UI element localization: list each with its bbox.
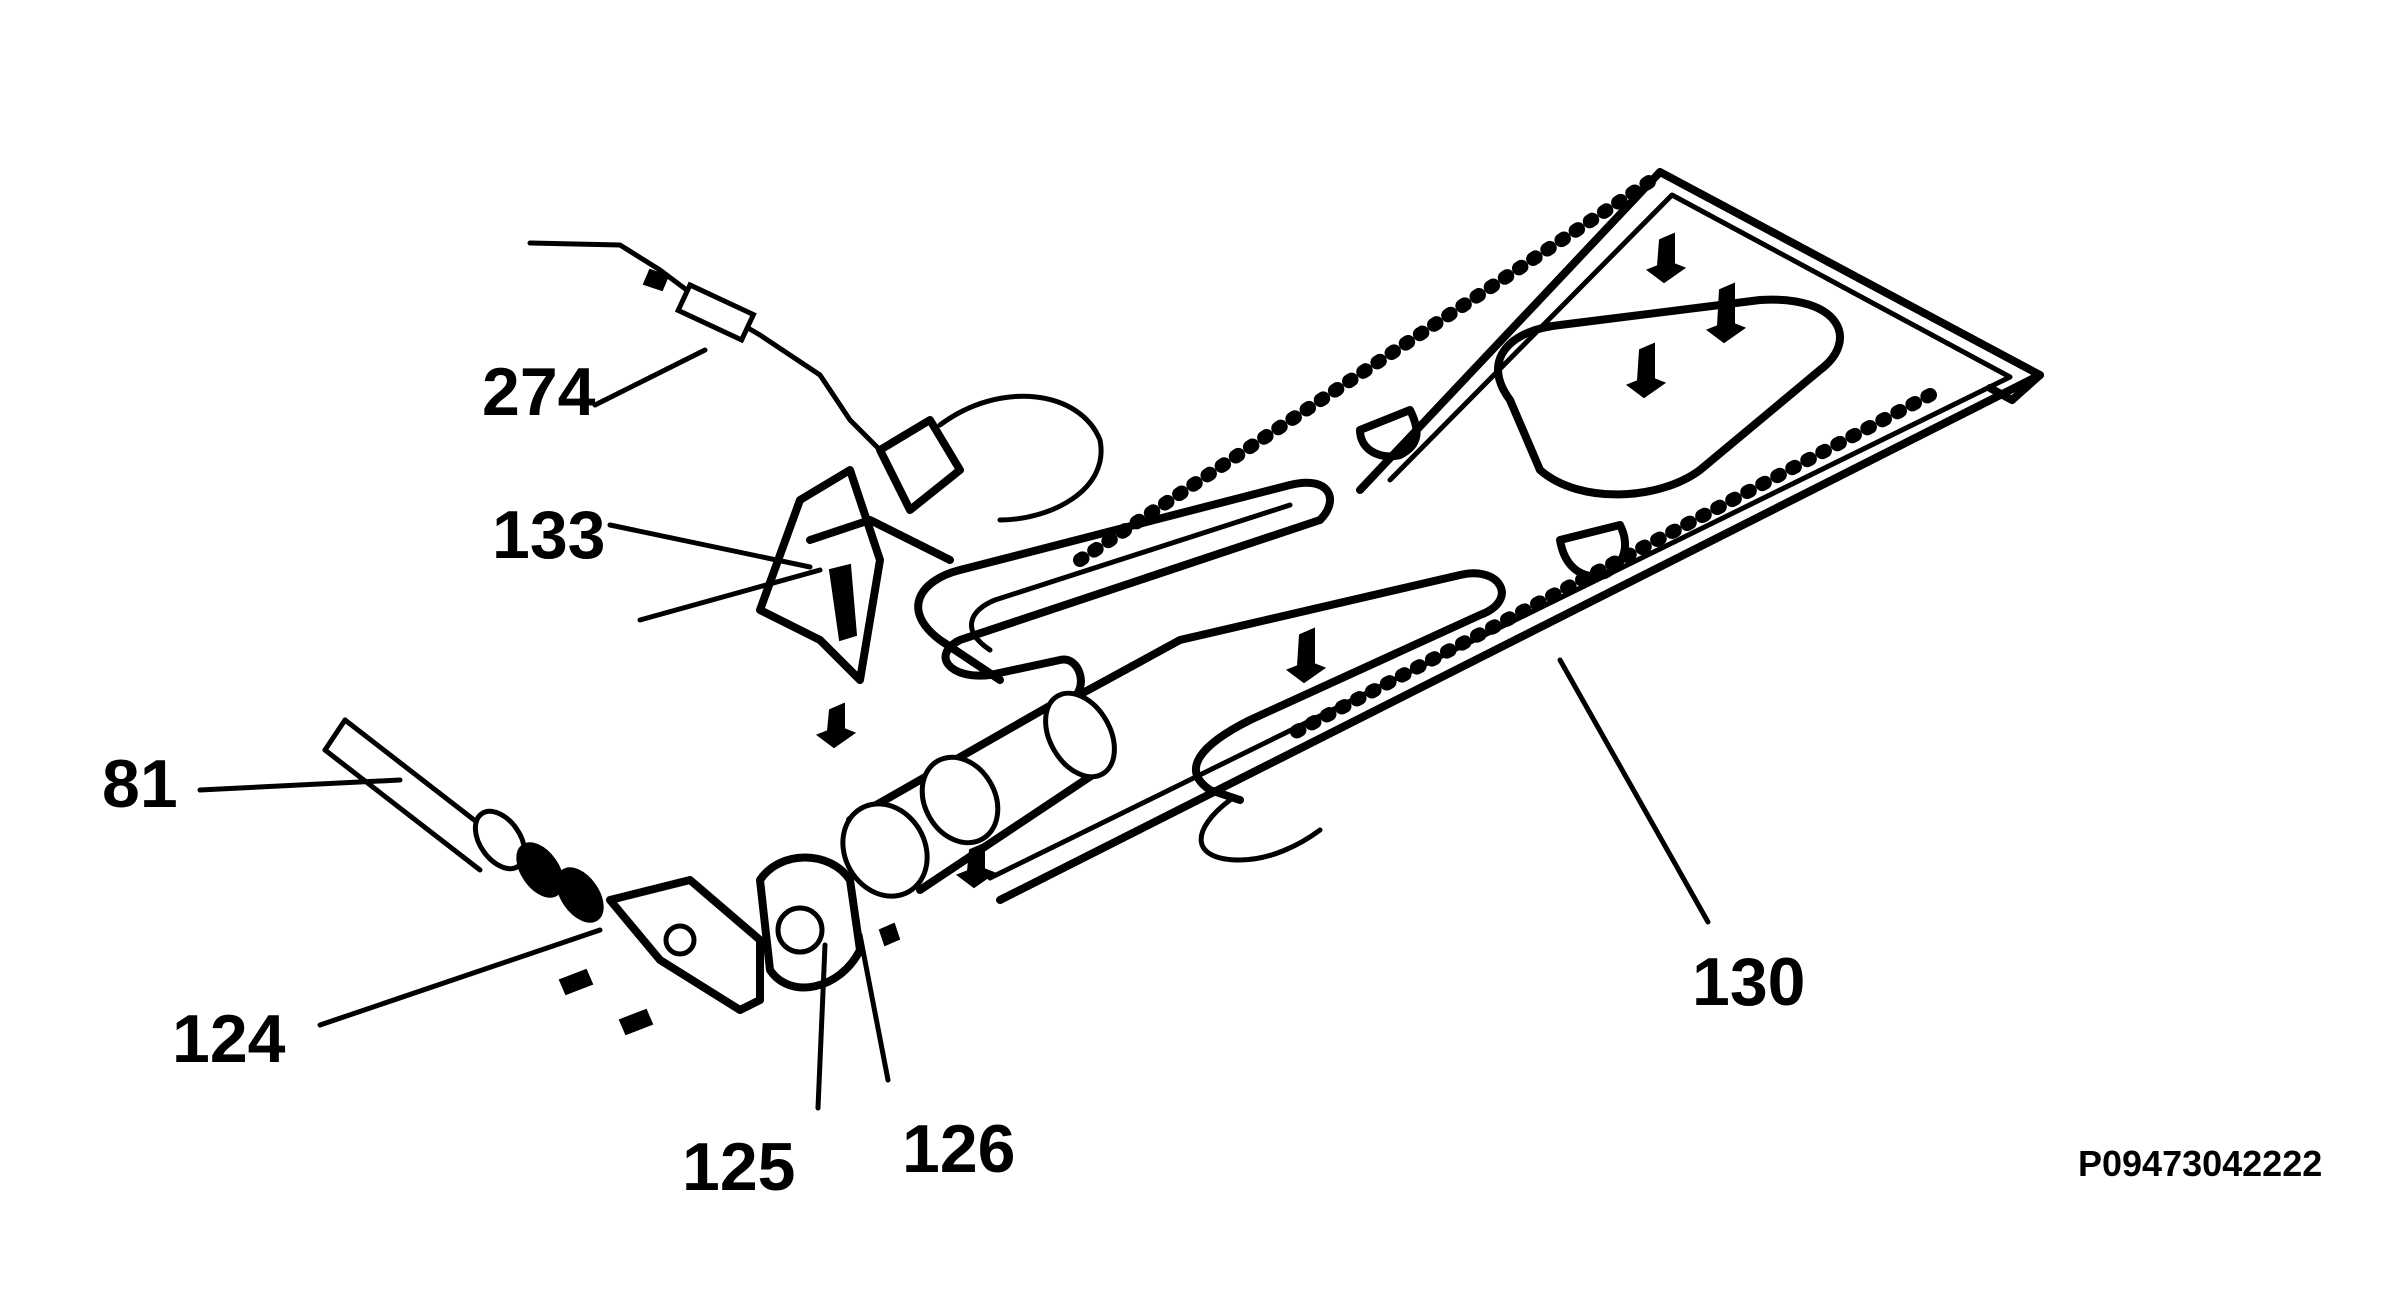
- label-133: 133: [492, 497, 605, 573]
- injector-bracket-icon: [322, 717, 901, 1036]
- leader-81: [197, 777, 403, 793]
- leader-lines: [197, 347, 1711, 1111]
- burner-tube-icon: [840, 690, 1117, 899]
- leader-130: [1557, 657, 1711, 925]
- label-274: 274: [482, 354, 596, 430]
- burner-tray-icon: [914, 168, 2044, 904]
- leader-126: [857, 932, 891, 1083]
- label-126: 126: [902, 1111, 1015, 1187]
- ignition-electrode-icon: [527, 240, 1104, 749]
- leader-133: [607, 522, 813, 570]
- label-130: 130: [1692, 944, 1805, 1020]
- label-81: 81: [102, 746, 178, 822]
- leader-274: [592, 347, 708, 408]
- label-125: 125: [682, 1129, 795, 1205]
- leader-125: [815, 942, 828, 1111]
- label-124: 124: [172, 1001, 286, 1077]
- leader-124: [317, 927, 603, 1028]
- reference-code: P09473042222: [2078, 1143, 2322, 1184]
